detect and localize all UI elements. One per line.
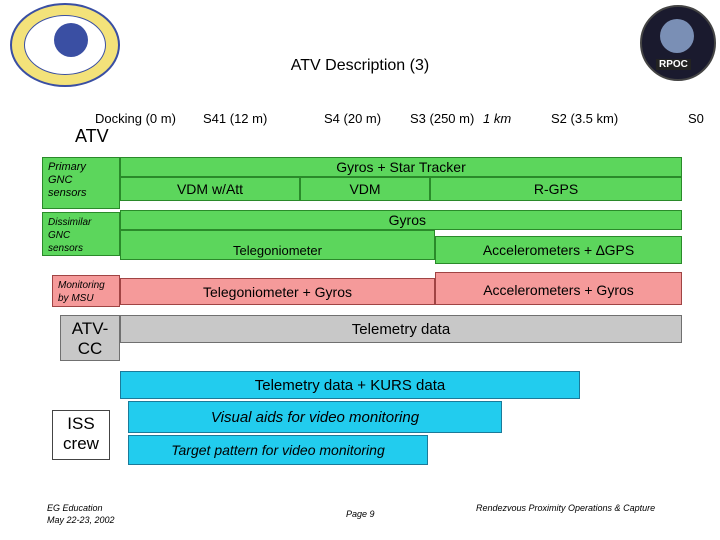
- section-atv: ATV: [75, 126, 109, 146]
- bar-accel-gyros: Accelerometers + Gyros: [435, 272, 682, 305]
- bar-target-pattern-text: Target pattern for video monitoring: [171, 442, 385, 458]
- primary-gnc-label: Primary GNC sensors: [42, 157, 120, 209]
- right-logo-seal: RPOC: [640, 5, 716, 81]
- footer-right: Rendezvous Proximity Operations & Captur…: [476, 503, 656, 513]
- bar-telegoniometer-gyros-text: Telegoniometer + Gyros: [202, 283, 353, 300]
- bar-gyros-star-tracker: Gyros + Star Tracker: [120, 157, 682, 177]
- bar-target-pattern: Target pattern for video monitoring: [128, 435, 428, 465]
- rpoc-badge: RPOC: [656, 59, 691, 70]
- left-logo-seal: [10, 3, 120, 87]
- bar-visual-aids: Visual aids for video monitoring: [128, 401, 502, 433]
- bar-telemetry-text: Telemetry data: [351, 320, 451, 338]
- bar-accel-dgps-text: Accelerometers + ∆GPS: [482, 242, 635, 258]
- stage-s2: S2 (3.5 km): [551, 111, 619, 126]
- footer-left: EG Education May 22-23, 2002: [47, 503, 115, 525]
- bar-vdm: VDM: [300, 177, 430, 201]
- bar-visual-aids-text: Visual aids for video monitoring: [210, 408, 420, 426]
- section-atv-cc: ATV- CC: [60, 315, 120, 361]
- stage-s41: S41 (12 m): [203, 111, 268, 126]
- bar-gyros-star-tracker-text: Gyros + Star Tracker: [336, 159, 466, 175]
- bar-gyros-text: Gyros: [388, 212, 426, 228]
- dissimilar-gnc-label: Dissimilar GNC sensors: [42, 212, 120, 256]
- page-title: ATV Description (3): [290, 57, 430, 74]
- bar-gyros: Gyros: [120, 210, 682, 230]
- bar-accel-dgps: Accelerometers + ∆GPS: [435, 236, 682, 264]
- monitoring-msu-label: Monitoring by MSU: [52, 275, 120, 307]
- stage-docking: Docking (0 m): [95, 111, 176, 126]
- stage-s3: S3 (250 m): [410, 111, 475, 126]
- bar-rgps: R-GPS: [430, 177, 682, 201]
- bar-vdm-text: VDM: [349, 181, 381, 197]
- section-iss-crew: ISS crew: [52, 410, 110, 460]
- bar-vdm-att: VDM w/Att: [120, 177, 300, 201]
- bar-vdm-att-text: VDM w/Att: [176, 181, 244, 197]
- stage-s4: S4 (20 m): [324, 111, 382, 126]
- bar-telemetry: Telemetry data: [120, 315, 682, 343]
- footer-page: Page 9: [346, 509, 375, 519]
- stage-1km: 1 km: [483, 111, 512, 126]
- bar-accel-gyros-text: Accelerometers + Gyros: [483, 282, 634, 298]
- bar-telegoniometer-gyros: Telegoniometer + Gyros: [120, 278, 435, 305]
- stage-s0: S0: [688, 111, 704, 126]
- bar-telegoniometer: Telegoniometer: [120, 230, 435, 260]
- bar-telemetry-kurs: Telemetry data + KURS data: [120, 371, 580, 399]
- bar-telegoniometer-text: Telegoniometer: [233, 242, 322, 258]
- bar-rgps-text: R-GPS: [533, 181, 579, 197]
- bar-telemetry-kurs-text: Telemetry data + KURS data: [254, 376, 446, 394]
